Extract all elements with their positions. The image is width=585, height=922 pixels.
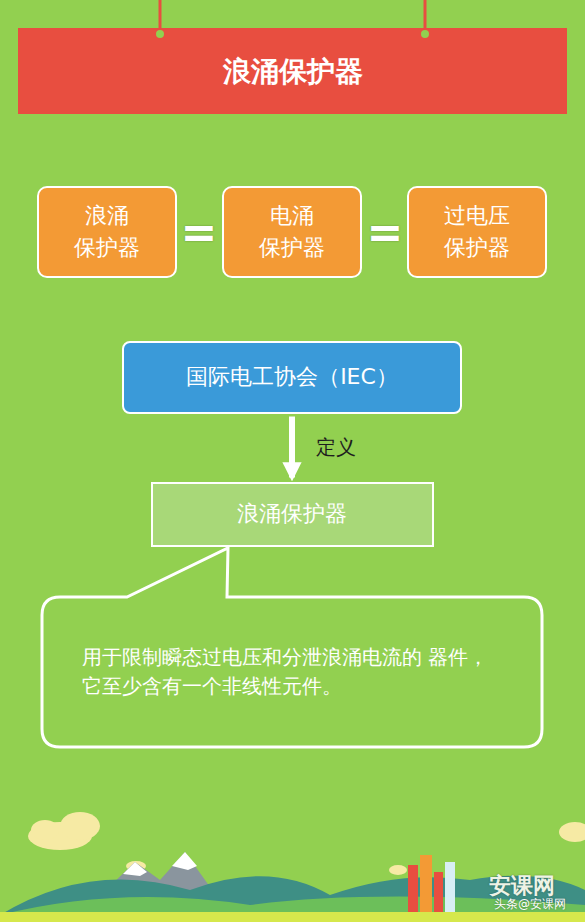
watermark: 安课网 <box>489 875 555 897</box>
term-box: 浪涌 保护器 <box>37 186 177 278</box>
landscape <box>0 812 585 922</box>
node-text: 电涌 保护器 <box>256 200 328 264</box>
hanging-string <box>424 0 427 32</box>
term-box: 浪涌保护器 <box>151 482 434 547</box>
definition-bubble: 用于限制瞬态过电压和分泄浪涌电流的 器件，它至少含有一个非线性元件。 <box>42 597 542 747</box>
edge-label: 定义 <box>316 434 356 461</box>
term-box: 电涌 保护器 <box>222 186 362 278</box>
node-text: 浪涌保护器 <box>237 498 347 530</box>
node-text: 用于限制瞬态过电压和分泄浪涌电流的 器件，它至少含有一个非线性元件。 <box>82 643 502 701</box>
banner-pin <box>421 30 429 38</box>
hanging-string <box>159 0 162 32</box>
watermark: 头条@安课网 <box>494 898 566 910</box>
term-box: 过电压 保护器 <box>407 186 547 278</box>
organization-box: 国际电工协会（IEC） <box>122 341 462 414</box>
bubble-outline <box>42 548 542 747</box>
title: 浪涌保护器 <box>0 53 585 91</box>
node-text: 过电压 保护器 <box>441 200 513 264</box>
node-text: 国际电工协会（IEC） <box>186 361 398 393</box>
banner-pin <box>156 30 164 38</box>
equals-sign: = <box>181 210 218 254</box>
arrow-connector <box>289 417 295 478</box>
equals-sign: = <box>367 210 404 254</box>
node-text: 浪涌 保护器 <box>71 200 143 264</box>
bubble-outline <box>42 597 542 747</box>
